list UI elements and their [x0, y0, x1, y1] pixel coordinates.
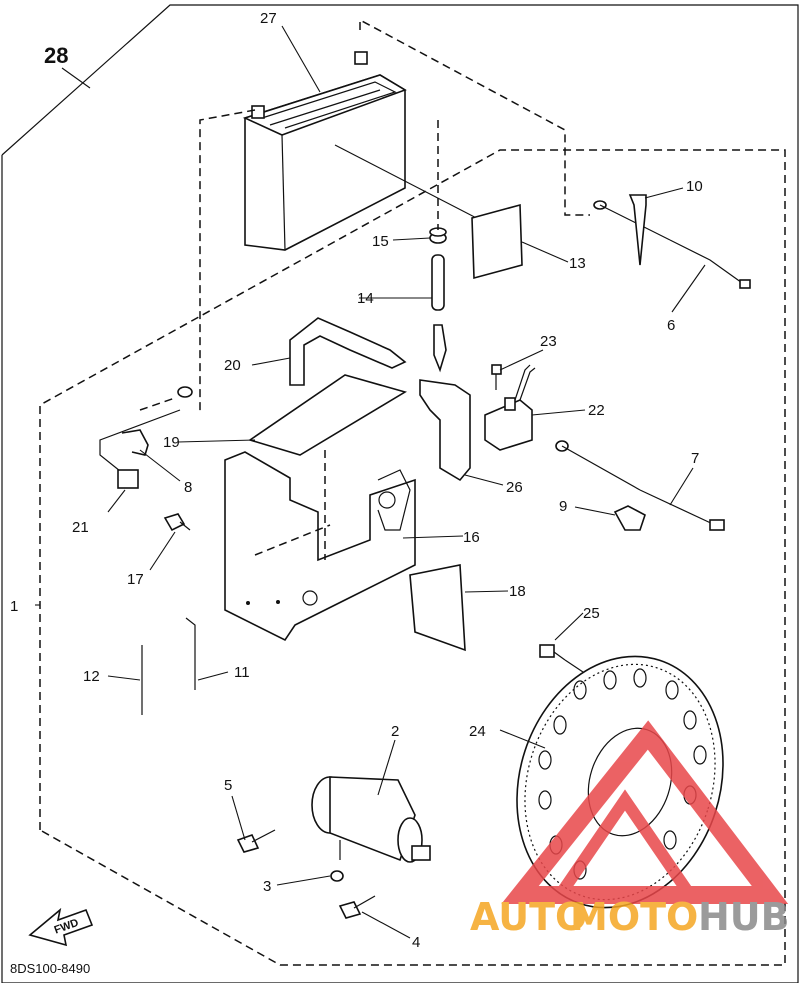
cable-band-long	[185, 617, 196, 690]
starter-bolt-lower	[338, 895, 376, 919]
starter-motor	[311, 776, 431, 863]
callout-25: 25	[583, 605, 600, 622]
callout-26: 26	[506, 479, 523, 496]
starter-lead	[555, 440, 725, 531]
callout-11: 11	[234, 664, 250, 681]
callout-4: 4	[412, 934, 420, 951]
breather-band	[429, 227, 447, 244]
assembly-number-label: 28	[44, 43, 68, 68]
assembly-28-leader	[61, 67, 91, 89]
battery-band	[289, 317, 407, 386]
flywheel-bolt	[539, 644, 566, 661]
battery-case	[224, 451, 416, 642]
callout-8: 8	[184, 479, 192, 496]
leader-lines	[35, 25, 706, 939]
minus-lead	[593, 194, 751, 289]
relay-bracket	[419, 379, 471, 482]
fwd-arrow: FWD	[28, 907, 94, 947]
side-plate	[409, 564, 466, 652]
callout-1: 1	[10, 598, 18, 615]
battery-pad	[471, 203, 523, 280]
starter-relay	[484, 364, 536, 451]
callout-22: 22	[588, 402, 605, 419]
svg-text:AUTO: AUTO	[470, 895, 587, 939]
callout-16: 16	[463, 529, 480, 546]
callout-9: 9	[559, 498, 567, 515]
callout-21: 21	[72, 519, 89, 536]
watermark-logo: AUTO MOTO HUB	[470, 720, 790, 939]
starter-bolt-upper	[236, 829, 276, 853]
breather-tube	[431, 254, 447, 373]
callout-15: 15	[372, 233, 389, 250]
callout-24: 24	[469, 723, 486, 740]
callout-3: 3	[263, 878, 271, 895]
battery-dashed-link-left	[199, 109, 256, 415]
callout-2: 2	[391, 723, 399, 740]
callout-10: 10	[686, 178, 703, 195]
svg-text:HUB: HUB	[698, 895, 790, 939]
o-ring	[330, 870, 344, 882]
callout-18: 18	[509, 583, 526, 600]
callout-27: 27	[260, 10, 277, 27]
callout-5: 5	[224, 777, 232, 794]
callout-12: 12	[83, 668, 100, 685]
case-bolt	[163, 513, 191, 532]
callout-14: 14	[357, 290, 374, 307]
subassembly-dashed-boundary	[39, 149, 786, 966]
svg-text:MOTO: MOTO	[570, 895, 698, 939]
drawing-code: 8DS100-8490	[10, 961, 90, 976]
callout-6: 6	[667, 317, 675, 334]
callout-13: 13	[569, 255, 586, 272]
wire-harness	[99, 386, 193, 489]
battery-dashed-link	[359, 18, 590, 216]
callout-19: 19	[163, 434, 180, 451]
relay-bolt	[491, 364, 502, 390]
assembly-outline	[1, 4, 799, 983]
callout-20: 20	[224, 357, 241, 374]
callout-17: 17	[127, 571, 144, 588]
cable-clamp	[613, 505, 646, 531]
callout-23: 23	[540, 333, 557, 350]
callout-7: 7	[691, 450, 699, 467]
battery	[242, 51, 407, 251]
battery-cover	[248, 374, 407, 456]
battery-to-pad-leader	[334, 144, 491, 226]
wire-holder	[121, 429, 149, 456]
